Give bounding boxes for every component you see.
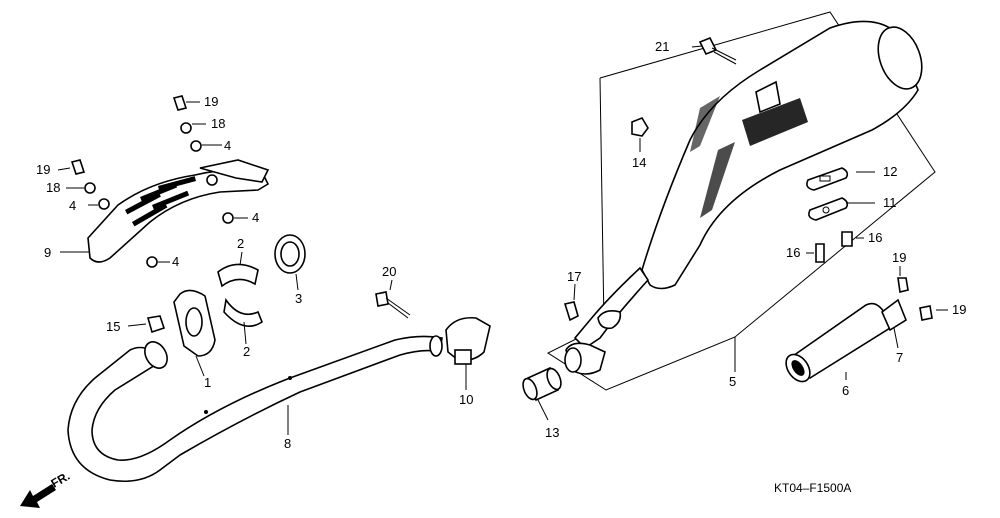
bolt-16-right (841, 231, 853, 247)
front-arrow-icon: FR. (20, 469, 72, 508)
bolt-16-left (815, 243, 825, 263)
leader-lines (57, 45, 948, 435)
callout-11: 11 (883, 195, 897, 210)
callout-16-left: 16 (786, 245, 800, 260)
nut-15 (146, 315, 166, 334)
bolt-17 (563, 301, 579, 322)
callout-18-left: 18 (46, 180, 60, 195)
plate-gasket-11 (808, 197, 849, 221)
callout-19-right: 19 (952, 302, 966, 317)
callout-17: 17 (567, 269, 581, 284)
callout-4-right: 4 (252, 210, 259, 225)
muffler-stay (881, 298, 907, 332)
spark-arrester (785, 302, 891, 383)
callout-labels: 1 2 2 3 4 4 4 4 5 6 7 8 9 10 11 12 13 14… (36, 39, 966, 451)
heat-shield-vents (125, 176, 196, 227)
callout-19-stay: 19 (892, 250, 906, 265)
muffler-assembly-frame (546, 11, 936, 391)
callout-14: 14 (632, 155, 646, 170)
plate-gasket-12 (806, 167, 849, 191)
nut-4-top (190, 140, 202, 152)
callout-16-right: 16 (868, 230, 882, 245)
bolt-19-top (172, 95, 188, 111)
callout-12: 12 (883, 164, 897, 179)
callout-3: 3 (295, 291, 302, 306)
callout-2-upper: 2 (237, 236, 244, 251)
callout-20: 20 (382, 264, 396, 279)
joint-band (445, 316, 491, 365)
exhaust-gasket (274, 234, 306, 274)
callout-9: 9 (44, 245, 51, 260)
callout-4-top: 4 (224, 138, 231, 153)
callout-1: 1 (204, 375, 211, 390)
callout-19-top: 19 (204, 94, 218, 109)
hardware (70, 36, 933, 334)
bolt-21 (698, 36, 737, 65)
callout-2-lower: 2 (243, 344, 250, 359)
exhaust-flange (173, 289, 216, 357)
exhaust-pipe (67, 335, 443, 483)
callout-8: 8 (284, 436, 291, 451)
callout-21: 21 (655, 39, 669, 54)
callout-13: 13 (545, 425, 559, 440)
callout-10: 10 (459, 392, 473, 407)
muffler (564, 20, 923, 375)
callout-5: 5 (729, 374, 736, 389)
callout-6: 6 (842, 383, 849, 398)
diagram-code: KT04–F1500A (774, 481, 851, 495)
callout-4-left: 4 (69, 198, 76, 213)
collar-halves (217, 263, 263, 328)
bolt-19-stay (897, 277, 909, 293)
washer-18-left (84, 182, 96, 194)
callout-19-left: 19 (36, 162, 50, 177)
washer-18-top (180, 122, 192, 134)
callout-7: 7 (896, 350, 903, 365)
bolt-19-right (919, 305, 933, 321)
heat-shield (87, 159, 270, 263)
callout-18-top: 18 (211, 116, 225, 131)
callout-15: 15 (106, 319, 120, 334)
joint-pipe (522, 366, 562, 402)
nut-4-bottom (146, 256, 158, 268)
callout-4-bottom: 4 (172, 254, 179, 269)
nut-4-left (98, 198, 110, 210)
bolt-20 (375, 291, 411, 319)
nut-14 (631, 117, 649, 137)
bolt-19-left (70, 159, 86, 175)
nut-4-right (222, 212, 234, 224)
